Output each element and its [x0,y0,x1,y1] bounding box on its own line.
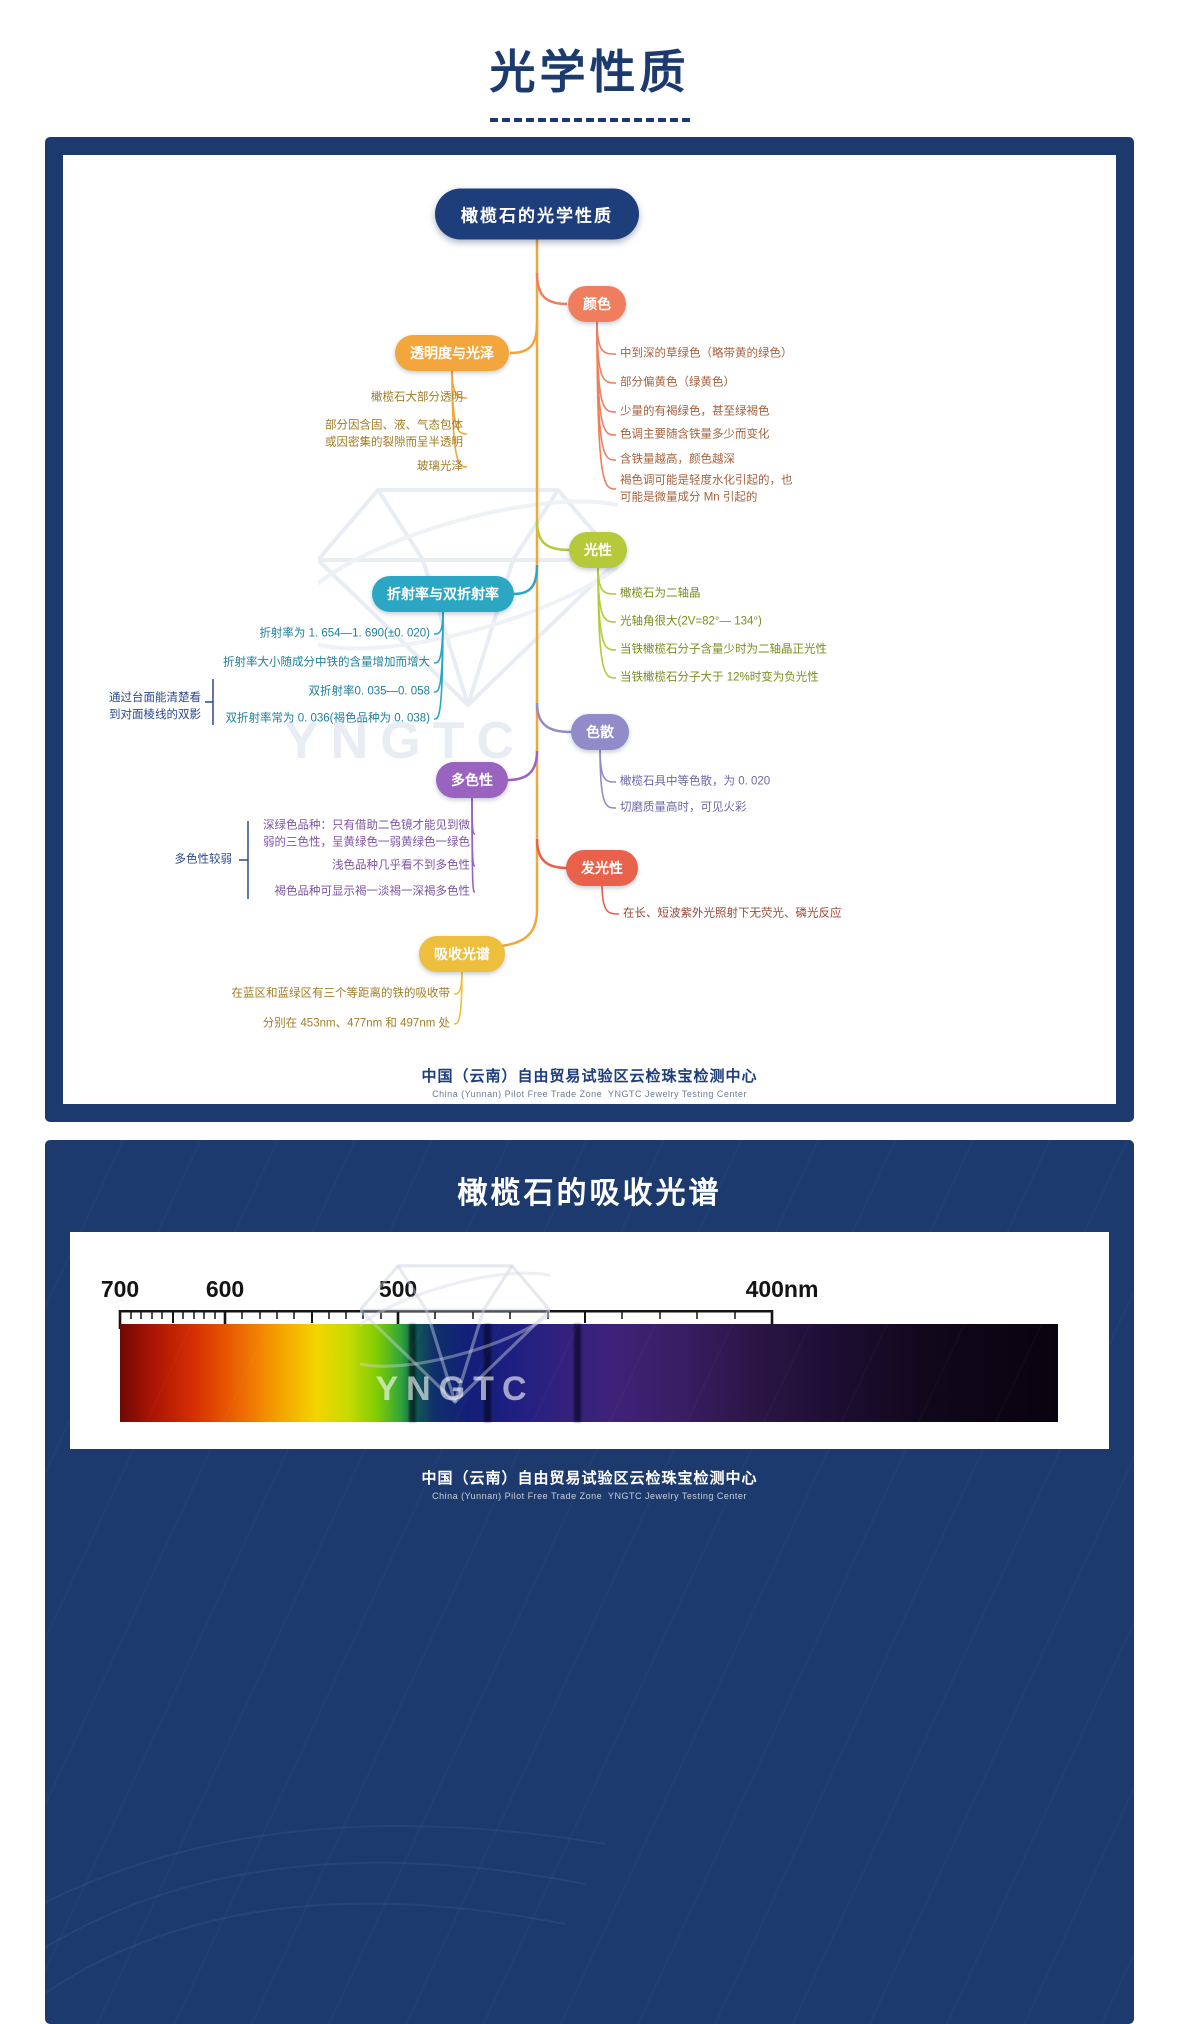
footer-en: China (Yunnan) Pilot Free Trade Zone YNG… [432,1089,747,1099]
annotation-double-image: 通过台面能清楚看到对面棱线的双影 [109,691,201,721]
branch-item: 当铁橄榄石分子含量少时为二轴晶正光性 [620,643,827,656]
scale-label-600: 600 [205,1276,245,1302]
branch-item: 切磨质量高时，可见火彩 [620,801,747,814]
annotation-weak-pleochroism: 多色性较弱 [174,853,233,866]
wavelength-ruler [118,1310,774,1329]
branch-item: 褐色品种可显示褐一淡褐一深褐多色性 [274,885,471,898]
node-absorption-spectrum: 吸收光谱 [419,936,505,972]
branch-item: 玻璃光泽 [417,460,463,473]
node-color: 颜色 [568,286,626,322]
footer-en: China (Yunnan) Pilot Free Trade Zone YNG… [432,1491,747,1501]
node-optic-character: 光性 [569,532,627,568]
branch-item: 橄榄石为二轴晶 [620,587,701,600]
decorative-lines [45,1825,605,1995]
mindmap-footer: 中国（云南）自由贸易试验区云检珠宝检测中心 China (Yunnan) Pil… [63,1065,1116,1099]
branch-item: 在蓝区和蓝绿区有三个等距离的铁的吸收带 [231,987,451,1000]
branch-item: 折射率为 1. 654—1. 690(±0. 020) [259,627,430,640]
branch-item: 橄榄石大部分透明 [371,391,463,404]
spectrum-board: 橄榄石的吸收光谱 700 600 500 400nm [45,1140,1134,2024]
footer-cn: 中国（云南）自由贸易试验区云检珠宝检测中心 [421,1068,758,1085]
branch-item: 含铁量越高，颜色越深 [620,453,735,466]
spectrum-bar [120,1324,1058,1422]
node-pleochroism: 多色性 [436,762,508,798]
absorption-band-477nm [484,1324,491,1422]
scale-label-500: 500 [378,1276,418,1302]
node-luminescence: 发光性 [566,850,638,886]
node-refractive-index: 折射率与双折射率 [372,576,514,612]
branch-item: 双折射率0. 035—0. 058 [308,685,430,698]
branch-item: 部分偏黄色（绿黄色） [620,376,735,389]
branch-item: 少量的有褐绿色，甚至绿褐色 [620,405,770,418]
branch-item: 在长、短波紫外光照射下无荧光、磷光反应 [623,907,842,920]
node-transparency-luster: 透明度与光泽 [395,335,509,371]
scale-label-700: 700 [100,1276,140,1302]
mindmap-canvas: YNGTC [63,155,1116,1104]
root-node: 橄榄石的光学性质 [435,188,639,240]
spectrum-panel: 700 600 500 400nm [70,1232,1109,1449]
branch-item: 中到深的草绿色（略带黄的绿色） [620,347,793,360]
branch-item: 折射率大小随成分中铁的含量增加而增大 [223,656,430,669]
page-header: 光学性质 [0,0,1179,122]
branch-item: 当铁橄榄石分子大于 12%时变为负光性 [620,671,819,684]
spectrum-footer: 中国（云南）自由贸易试验区云检珠宝检测中心 China (Yunnan) Pil… [45,1467,1134,1501]
branch-item: 色调主要随含铁量多少而变化 [620,428,770,441]
spectrum-title: 橄榄石的吸收光谱 [457,1177,722,1210]
branch-item: 橄榄石具中等色散，为 0. 020 [620,775,771,788]
absorption-band-453nm [574,1324,581,1422]
branch-item: 光轴角很大(2V=82°— 134°) [620,615,762,628]
branch-item: 双折射率常为 0. 036(褐色品种为 0. 038) [225,712,431,725]
page-title: 光学性质 [489,36,690,122]
branch-item: 深绿色品种：只有借助二色镜才能见到微弱的三色性，呈黄绿色一弱黄绿色一绿色 [263,819,470,848]
branch-item: 部分因含固、液、气态包体或因密集的裂隙而呈半透明 [325,419,463,448]
scale-label-400nm: 400nm [745,1276,819,1302]
branch-item: 浅色品种几乎看不到多色性 [332,859,470,872]
mindmap-board: YNGTC [45,137,1134,1122]
branch-item: 褐色调可能是轻度水化引起的，也可能是微量成分 Mn 引起的 [620,474,793,503]
branch-item: 分别在 453nm、477nm 和 497nm 处 [262,1017,450,1030]
absorption-band-497nm [409,1324,416,1422]
node-dispersion: 色散 [571,714,629,750]
footer-cn: 中国（云南）自由贸易试验区云检珠宝检测中心 [421,1470,758,1487]
